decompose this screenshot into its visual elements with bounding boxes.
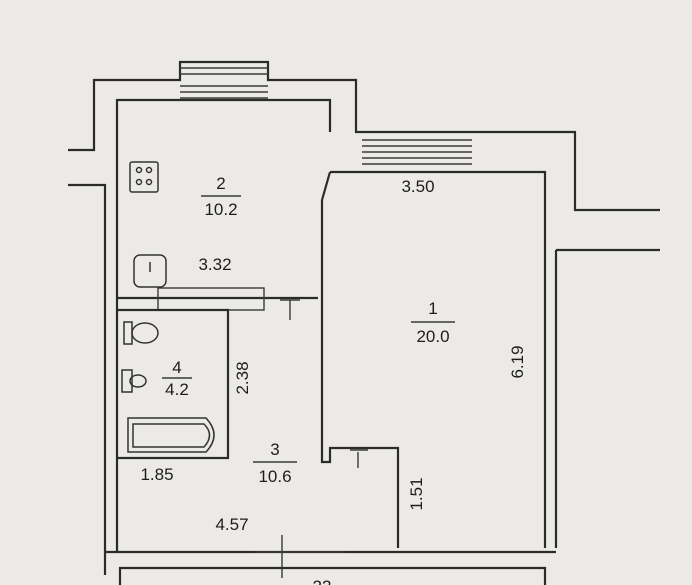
- bathroom-partition: [117, 308, 230, 460]
- kitchen-width-dim: 3.32: [198, 255, 231, 274]
- hall-width-dim: 4.57: [215, 515, 248, 534]
- kitchen-partition: [117, 287, 318, 320]
- room-4-number: 4: [172, 358, 181, 377]
- window-hatch-room1: [362, 139, 472, 165]
- entrance-door-mark: [255, 535, 345, 578]
- balcony-hatch-top: [180, 67, 268, 99]
- stove-icon: [129, 161, 159, 193]
- room-1-number: 1: [428, 299, 437, 318]
- room-1-outline: [320, 170, 547, 548]
- toilet-icon: [123, 321, 159, 345]
- hall-depth-dim: 1.51: [407, 477, 426, 510]
- hall-door-mark: [350, 449, 368, 468]
- partial-label: 22: [313, 577, 332, 585]
- bathroom-length-dim: 2.38: [233, 361, 252, 394]
- room-3-number: 3: [270, 440, 279, 459]
- bathtub-icon: [127, 417, 215, 453]
- bottom-strip: [118, 566, 547, 585]
- washbasin-icon: [121, 369, 147, 393]
- room-2-area: 10.2: [204, 200, 237, 219]
- room-1-area: 20.0: [416, 327, 449, 346]
- room-3-area: 10.6: [258, 467, 291, 486]
- room-2-number: 2: [216, 174, 225, 193]
- room-4-area: 4.2: [165, 380, 189, 399]
- room-1-length-dim: 6.19: [508, 345, 527, 378]
- room-1-width-dim: 3.50: [401, 177, 434, 196]
- bathroom-width-dim: 1.85: [140, 465, 173, 484]
- kitchen-sink-icon: [133, 254, 167, 288]
- outer-walls: [68, 60, 660, 575]
